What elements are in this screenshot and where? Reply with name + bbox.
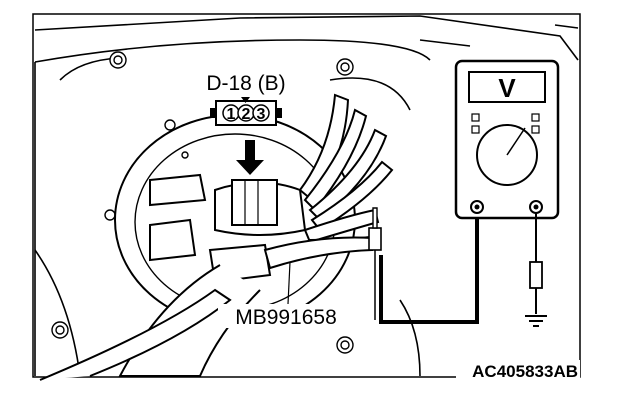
meter-display-label: V: [498, 73, 516, 103]
bolt-heads: [51, 51, 354, 354]
pointer-arrow: [236, 140, 264, 175]
connector-label: D-18 (B): [206, 72, 285, 95]
floor-panel: [34, 15, 579, 377]
figure-code: AC405833AB: [472, 362, 578, 381]
connector-pins: 1 2 3: [222, 104, 270, 123]
ground-icon: [525, 315, 547, 327]
pin-3-label: 3: [257, 106, 266, 123]
pin-3: [252, 104, 270, 122]
pin-1-label: 1: [227, 106, 236, 123]
pin-2-label: 2: [242, 106, 251, 123]
multimeter: V: [454, 59, 560, 220]
tool-label: MB991658: [235, 306, 337, 329]
probe-lead: [368, 207, 479, 324]
ground-lead: [529, 212, 543, 314]
meter-display: [468, 71, 546, 103]
special-tool-harness: [39, 236, 373, 381]
harness-connector: [231, 179, 278, 226]
